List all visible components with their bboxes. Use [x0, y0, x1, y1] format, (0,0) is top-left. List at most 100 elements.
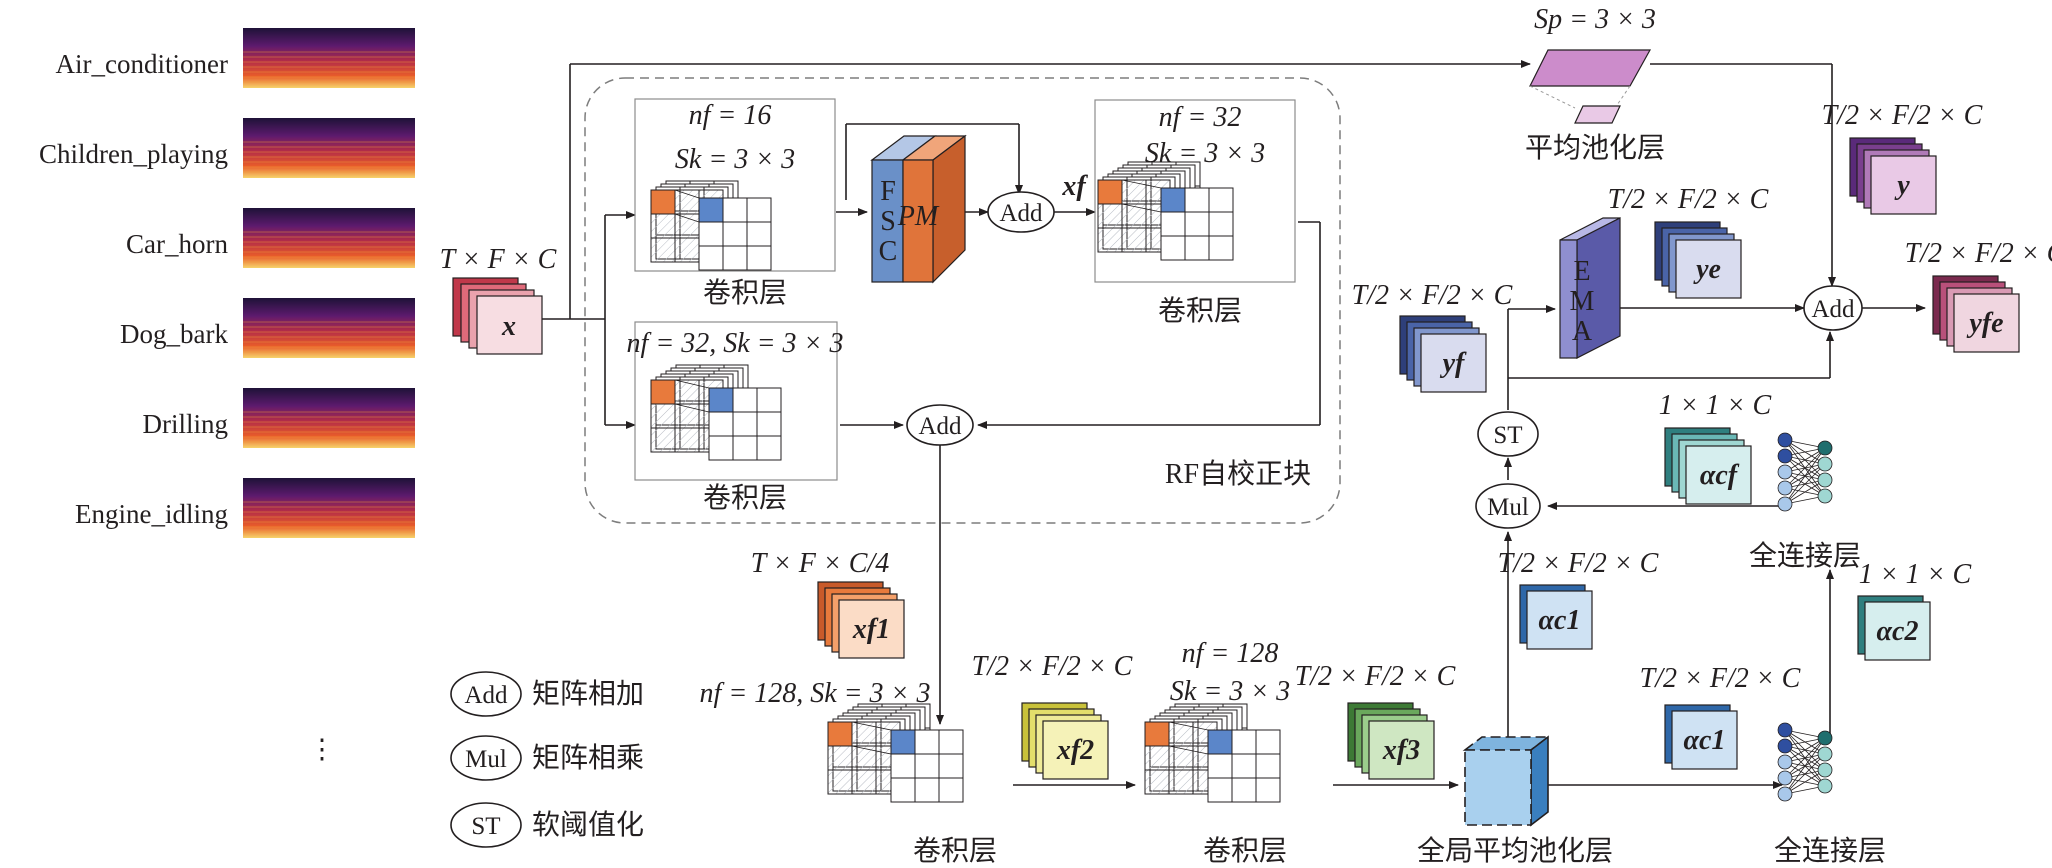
tensor-acf-label: αcf	[1700, 460, 1740, 491]
class-more-ellipsis: ⋮	[309, 734, 336, 764]
tensor-yfe-dims: T/2 × F/2 × C	[1905, 238, 2052, 269]
legend-st-text: 软阈值化	[532, 809, 644, 841]
spectrogram-image	[243, 478, 415, 538]
input-dims: T × F × C	[440, 244, 557, 275]
conv2-box	[1094, 99, 1296, 283]
ema-block: E M A	[1559, 217, 1621, 359]
spectrogram-image	[243, 298, 415, 358]
tensor-y-dims: T/2 × F/2 × C	[1822, 100, 1983, 131]
tensor-xf2-dims: T/2 × F/2 × C	[972, 651, 1133, 682]
tensor-y-label: y	[1894, 170, 1910, 201]
legend-st-symbol: ST	[471, 813, 500, 840]
tensor-acf: αcf 1 × 1 × C	[1659, 390, 1772, 505]
spectrogram-image	[243, 208, 415, 268]
class-label: Air_conditioner	[56, 49, 228, 79]
tensor-ac2: αc2 1 × 1 × C	[1857, 559, 1972, 661]
conv1-box	[634, 98, 836, 272]
conv4-grid	[827, 703, 964, 803]
spectrogram-image	[243, 388, 415, 448]
add-node-3-label: Add	[1811, 296, 1855, 323]
tensor-stacks: xf1 T × F × C/4 xf2 T/2 × F/2 × C xf3 T/2 × F…	[751, 100, 2052, 780]
tensor-ac2-label: αc2	[1877, 616, 1919, 647]
conv3-label: 卷积层	[703, 482, 787, 514]
tensor-ac1-bottom-dims: T/2 × F/2 × C	[1640, 663, 1801, 694]
fc-net-top	[1777, 432, 1833, 512]
tensor-xf3-label: xf3	[1382, 735, 1420, 766]
tensor-xf1-label: xf1	[852, 614, 890, 645]
tensor-ye-label: ye	[1693, 254, 1721, 285]
add-node-3	[1803, 285, 1863, 331]
gap-label: 全局平均池化层	[1417, 835, 1613, 867]
legend-mul-text: 矩阵相乘	[532, 742, 644, 774]
tensor-ac1-bottom-label: αc1	[1684, 725, 1726, 756]
fsc-letter-f: F	[880, 176, 896, 207]
fsc-letter-s: S	[880, 206, 896, 237]
class-label: Dog_bark	[120, 319, 228, 349]
tensor-xf1-dims: T × F × C/4	[751, 548, 889, 579]
add-node-1	[987, 191, 1055, 233]
pm-label: PM	[897, 201, 940, 232]
st-node	[1477, 411, 1539, 457]
tensor-xf3: xf3 T/2 × F/2 × C	[1295, 661, 1456, 780]
tensor-ac1-bottom: αc1 T/2 × F/2 × C	[1640, 663, 1801, 770]
class-label: Drilling	[143, 409, 229, 439]
conv5-grid	[1144, 703, 1281, 803]
class-label: Car_horn	[126, 229, 228, 259]
tensor-ye-dims: T/2 × F/2 × C	[1608, 184, 1769, 215]
fsc-pm-block: F S C PM	[870, 134, 967, 284]
spectrogram-column: Air_conditionerChildren_playingCar_hornD…	[39, 28, 415, 538]
input-tensor-x: x	[452, 277, 543, 355]
spectrogram-image	[243, 118, 415, 178]
ema-letter-e: E	[1573, 256, 1590, 287]
tensor-ac1-left-dims: T/2 × F/2 × C	[1498, 548, 1659, 579]
st-node-label: ST	[1493, 422, 1522, 449]
tensor-xf1: xf1 T × F × C/4	[751, 548, 905, 659]
fsc-letter-c: C	[879, 236, 898, 267]
conv1-grid	[650, 180, 772, 271]
ema-letter-a: A	[1572, 316, 1593, 347]
global-avg-pool-cube	[1462, 735, 1551, 827]
conv3-grid	[650, 364, 782, 461]
add-node-2	[906, 404, 974, 446]
tensor-xf3-dims: T/2 × F/2 × C	[1295, 661, 1456, 692]
conv2-label: 卷积层	[1158, 295, 1242, 327]
pool-label: 平均池化层	[1525, 132, 1665, 164]
class-label: Engine_idling	[75, 499, 228, 529]
tensor-ac2-dims: 1 × 1 × C	[1859, 559, 1972, 590]
legend-mul-symbol: Mul	[465, 746, 507, 773]
legend-add-symbol: Add	[464, 682, 508, 709]
fc-bottom-label: 全连接层	[1774, 835, 1886, 867]
conv1-param-nf: nf = 16	[689, 100, 772, 131]
avg-pool-shape	[1529, 49, 1652, 124]
tensor-yf-dims: T/2 × F/2 × C	[1352, 280, 1513, 311]
conv1-label: 卷积层	[703, 277, 787, 309]
connections	[542, 60, 1926, 789]
class-label: Children_playing	[39, 139, 228, 169]
tensor-y: y T/2 × F/2 × C	[1822, 100, 1983, 215]
tensor-yfe-label: yfe	[1966, 308, 2003, 339]
conv5-param-nf: nf = 128	[1182, 638, 1279, 669]
add-node-2-label: Add	[918, 413, 962, 440]
conv5-param-sk: Sk = 3 × 3	[1170, 676, 1290, 707]
mul-node-label: Mul	[1487, 494, 1529, 521]
conv5-label: 卷积层	[1203, 835, 1287, 867]
fc-net-bottom	[1777, 722, 1833, 802]
tensor-xf2: xf2 T/2 × F/2 × C	[972, 651, 1133, 780]
conv4-label: 卷积层	[913, 835, 997, 867]
conv2-grid	[1097, 161, 1234, 261]
conv3-box	[634, 321, 838, 481]
conv2-param-nf: nf = 32	[1159, 102, 1242, 133]
input-label: x	[501, 311, 516, 342]
tensor-xf2-label: xf2	[1056, 735, 1094, 766]
mul-node	[1475, 483, 1541, 529]
legend-add-text: 矩阵相加	[532, 678, 644, 710]
tensor-yfe: yfe T/2 × F/2 × C	[1905, 238, 2052, 353]
pool-params: Sp = 3 × 3	[1534, 4, 1656, 35]
legend: Add 矩阵相加 Mul 矩阵相乘 ST 软阈值化	[450, 671, 644, 848]
tensor-acf-dims: 1 × 1 × C	[1659, 390, 1772, 421]
rf-block-title: RF自校正块	[1165, 458, 1311, 490]
ema-letter-m: M	[1570, 286, 1595, 317]
xf-label: xf	[1061, 171, 1088, 202]
tensor-yf-label: yf	[1440, 348, 1467, 379]
